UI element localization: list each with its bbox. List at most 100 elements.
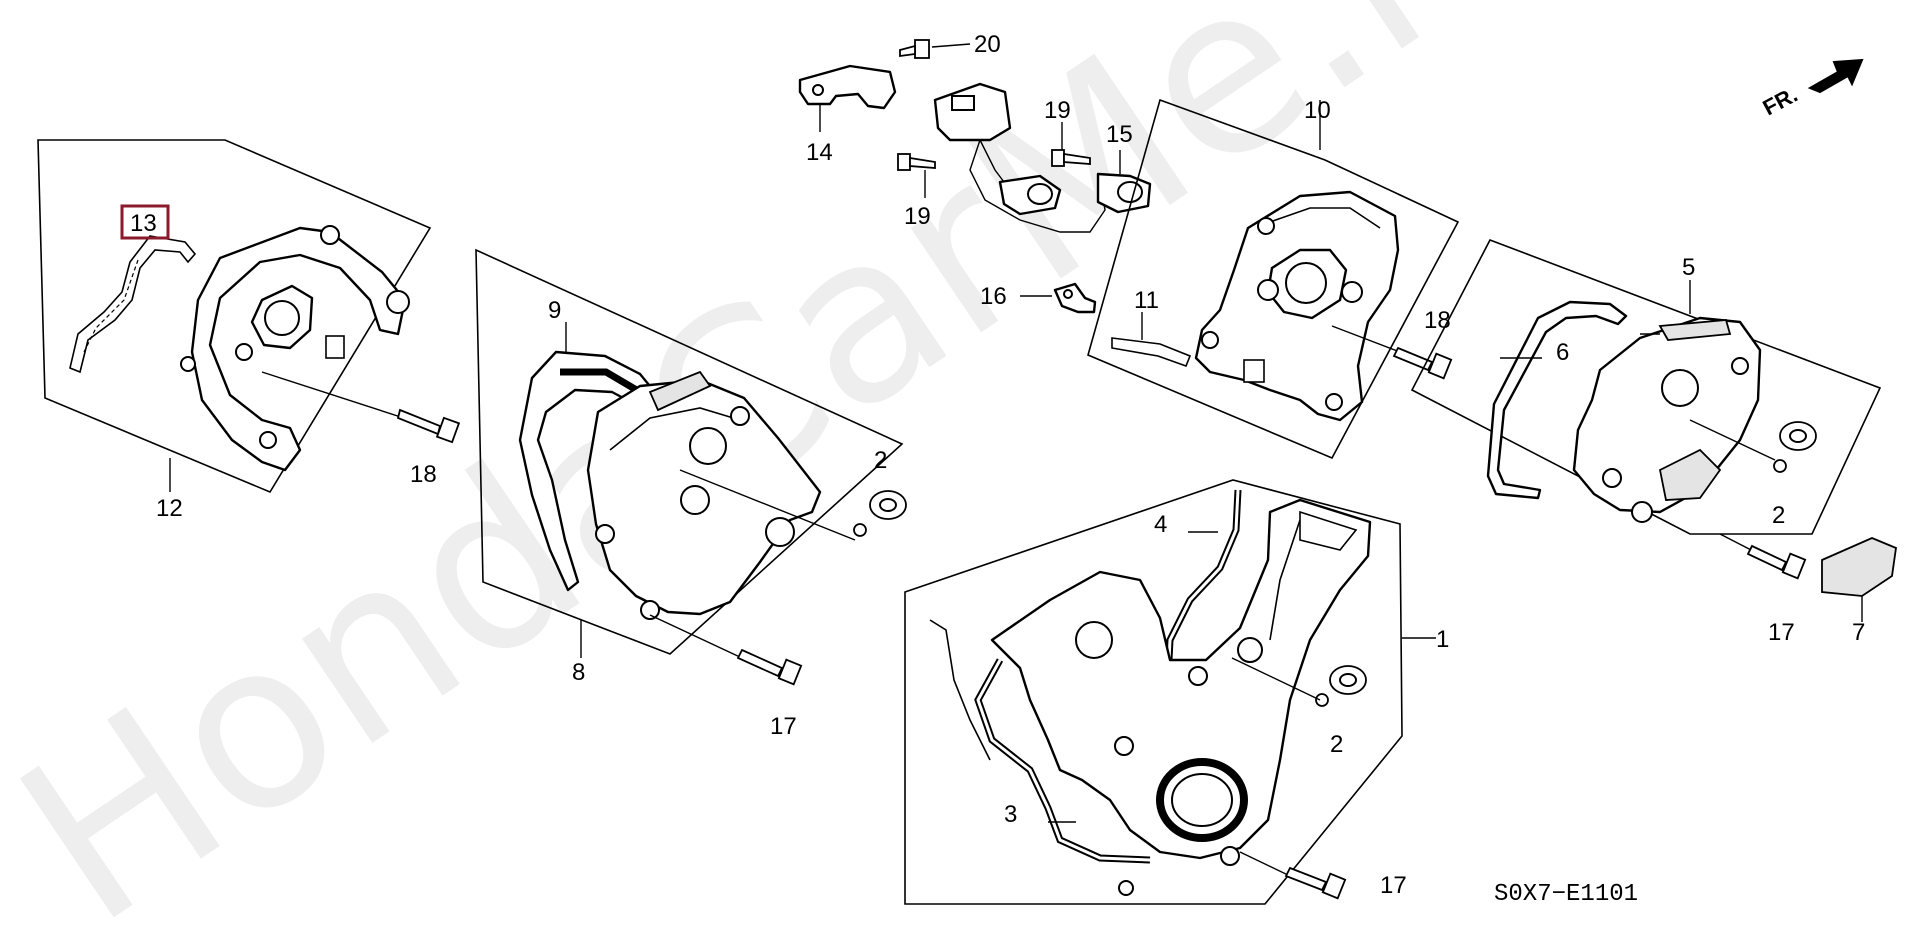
bolt-hole-icon (386, 290, 410, 314)
callout-17[interactable]: 17 (770, 713, 797, 740)
part-1-lower-cover[interactable] (990, 498, 1372, 860)
cover-recess-icon (1658, 448, 1722, 501)
bolt-18-icon[interactable] (396, 408, 461, 444)
callout-labels: 1 2 2 2 3 4 5 6 7 8 9 10 11 12 13 14 15 … (130, 31, 1865, 899)
part-9-seal[interactable] (518, 350, 660, 592)
callout-2[interactable]: 2 (874, 447, 887, 474)
grommet-2-icon[interactable] (853, 490, 907, 537)
front-arrow-icon (1807, 58, 1864, 94)
inspection-hole-icon (1075, 621, 1113, 659)
part-19-sensor[interactable] (897, 153, 936, 171)
bolt-17-icon[interactable] (736, 648, 803, 686)
bolt-hole-icon (812, 84, 824, 96)
sensor-connector-icon (933, 82, 1012, 142)
callout-2[interactable]: 2 (1772, 502, 1785, 529)
bolt-hole-icon (1237, 637, 1263, 663)
bolt-18-icon[interactable] (1392, 346, 1453, 380)
callout-9[interactable]: 9 (548, 297, 561, 324)
callout-14[interactable]: 14 (806, 139, 833, 166)
callout-2[interactable]: 2 (1330, 731, 1343, 758)
cover-rib-icon (1658, 319, 1732, 341)
inspection-hole-icon (689, 427, 727, 465)
callout-6[interactable]: 6 (1556, 339, 1569, 366)
bolt-hole-icon (1257, 279, 1279, 301)
group-8-frame (475, 248, 904, 655)
callout-1[interactable]: 1 (1436, 626, 1449, 653)
callout-4[interactable]: 4 (1154, 511, 1167, 538)
spacer-icon (1243, 359, 1265, 383)
cover-rib-icon (648, 370, 712, 412)
callout-17[interactable]: 17 (1380, 872, 1407, 899)
diagram-code: S0X7−E1101 (1494, 881, 1638, 908)
callout-20[interactable]: 20 (974, 31, 1001, 58)
bolt-hole-icon (1201, 331, 1219, 349)
callout-13[interactable]: 13 (130, 210, 157, 237)
part-7-plate[interactable] (1821, 537, 1897, 597)
callout-19[interactable]: 19 (904, 203, 931, 230)
part-15-sensor[interactable] (1096, 172, 1152, 214)
grommet-2-icon[interactable] (1773, 421, 1817, 473)
bolt-hole-icon (1188, 666, 1208, 686)
group-5-upper-cover-assembly (1410, 238, 1882, 580)
bolt-20-icon[interactable] (899, 39, 930, 59)
callout-7[interactable]: 7 (1852, 619, 1865, 646)
bolt-hole-icon (1118, 880, 1134, 896)
bolt-hole-icon (1325, 393, 1343, 411)
bolt-hole-icon (180, 356, 196, 372)
bolt-17-icon[interactable] (1284, 866, 1347, 900)
callout-17[interactable]: 17 (1768, 619, 1795, 646)
group-1-lower-cover-assembly (904, 479, 1436, 905)
bolt-hole-icon (1602, 468, 1622, 488)
bolt-hole-icon (595, 524, 615, 544)
bolt-hole-icon (235, 343, 253, 361)
pulley-hole-icon (1285, 262, 1327, 304)
callout-5[interactable]: 5 (1682, 254, 1695, 281)
front-marker-label: FR. (1759, 82, 1802, 121)
part-12-back-cover[interactable] (190, 226, 407, 472)
bolt-17-icon[interactable] (1746, 544, 1807, 580)
callout-19[interactable]: 19 (1044, 97, 1071, 124)
group-1-frame (904, 479, 1403, 905)
grommet-hole-icon (765, 517, 795, 547)
group-12-frame (37, 139, 432, 494)
sensor-assembly (798, 39, 1152, 314)
callout-8[interactable]: 8 (572, 659, 585, 686)
callout-15[interactable]: 15 (1106, 121, 1133, 148)
inspection-hole-icon (680, 485, 710, 515)
bolt-hole-icon (259, 431, 277, 449)
bolt-hole-icon (1220, 846, 1240, 866)
bolt-hole-icon (730, 406, 750, 426)
bolt-19-icon[interactable] (1051, 149, 1091, 167)
bolt-hole-icon (1257, 217, 1275, 235)
front-direction-indicator: FR. (1759, 58, 1864, 121)
part-16-sensor[interactable] (1053, 282, 1097, 314)
grommet-2-icon[interactable] (1315, 665, 1367, 707)
part-11-seal-strip[interactable] (1111, 337, 1192, 368)
group-12-back-cover-assembly (37, 139, 461, 494)
group-10-frame (1087, 98, 1460, 460)
callout-16[interactable]: 16 (980, 283, 1007, 310)
callout-10[interactable]: 10 (1304, 97, 1331, 124)
grommet-hole-icon (1631, 501, 1653, 523)
inspection-hole-icon (1661, 369, 1699, 407)
spacer-icon (325, 335, 345, 359)
part-14-bracket[interactable] (798, 64, 897, 110)
callout-12[interactable]: 12 (156, 495, 183, 522)
seal-strip-icon (560, 368, 642, 396)
part-6-seal[interactable] (1486, 300, 1628, 500)
part-13-seal-strip[interactable] (69, 235, 197, 374)
callout-11[interactable]: 11 (1134, 287, 1159, 314)
bolt-hole-icon (1341, 281, 1363, 303)
callout-3[interactable]: 3 (1004, 801, 1017, 828)
callout-18[interactable]: 18 (1424, 307, 1451, 334)
callout-18[interactable]: 18 (410, 461, 437, 488)
pulley-hole-icon (264, 300, 300, 336)
highlight-box-13 (120, 204, 170, 240)
group-10-middle-cover-assembly (1087, 98, 1460, 460)
bolt-hole-icon (1731, 357, 1749, 375)
group-8-upper-cover-assembly (475, 248, 907, 686)
bolt-hole-icon (1114, 736, 1134, 756)
bolt-hole-icon (640, 600, 660, 620)
bolt-hole-icon (320, 225, 340, 245)
